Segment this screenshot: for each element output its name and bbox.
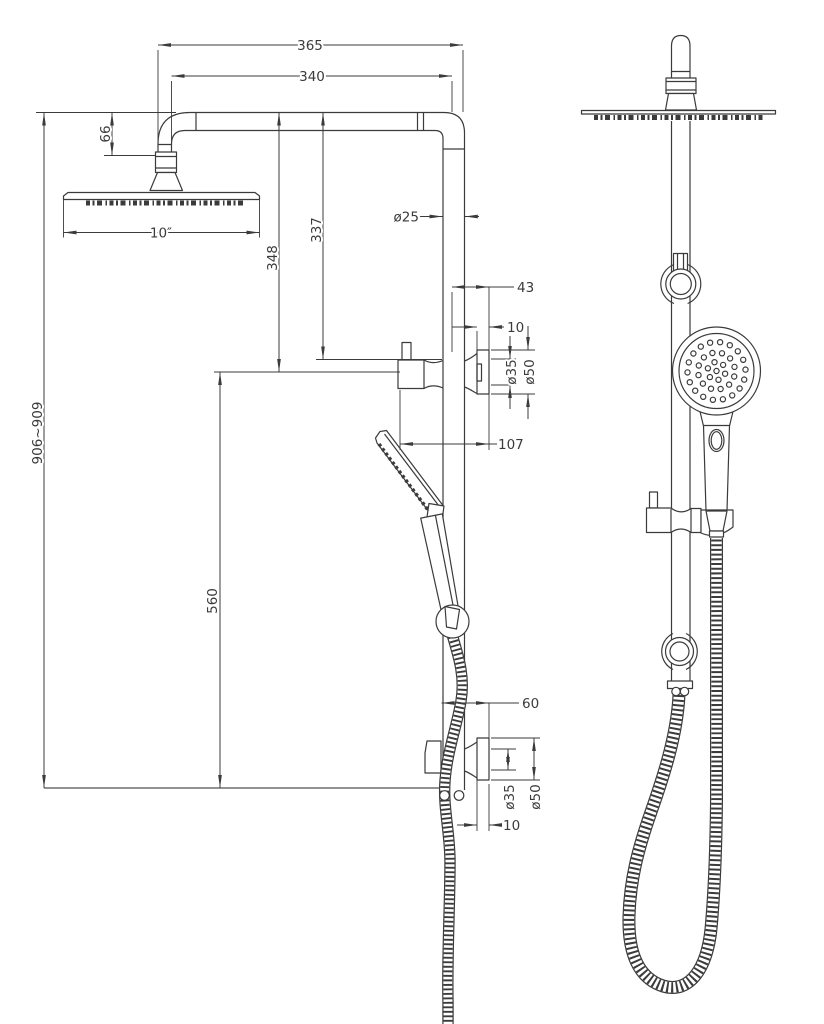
slider-holder-side — [397, 359, 425, 390]
dim-label-dia25: ø25 — [394, 210, 419, 226]
dim-label-10-bot: 10 — [503, 818, 520, 834]
hand-shower-front — [671, 326, 762, 512]
hand-shower-face-ticks — [377, 442, 431, 514]
slide-bracket-side — [397, 341, 490, 395]
rain-shower-head-front — [580, 109, 777, 120]
dim-label-43: 43 — [517, 280, 534, 296]
dim-label-365: 365 — [297, 38, 323, 54]
dimension-labels: 365 340 66 10″ ø25 348 337 906~909 43 10… — [28, 36, 546, 836]
dim-label-60: 60 — [522, 696, 539, 712]
rain-head-connector — [149, 151, 184, 192]
dim-label-340: 340 — [299, 69, 325, 85]
rain-shower-head-side — [62, 191, 261, 206]
shower-hose-side — [438, 634, 468, 1024]
mode-button-inner — [710, 431, 723, 450]
dim-label-dia50-bot: ø50 — [528, 784, 544, 809]
hand-shower-handle-side — [420, 513, 461, 621]
shower-hose-front — [622, 537, 724, 994]
slider-pin-side — [401, 341, 412, 361]
slider-pin-front — [648, 491, 659, 509]
upper-ring-pin — [672, 252, 689, 272]
bottom-bracket-side — [424, 737, 490, 781]
hose-retainer-right — [453, 790, 465, 801]
upper-ring-bracket — [660, 252, 702, 305]
shower-arm — [157, 111, 466, 152]
connector-cone-front — [664, 92, 698, 111]
dim-label-66: 66 — [98, 125, 114, 142]
rail-bottom-connector — [666, 680, 694, 697]
dim-label-337: 337 — [309, 217, 325, 243]
hand-shower-side — [374, 429, 461, 621]
dim-label-906-909: 906~909 — [30, 402, 46, 465]
handle-end-side — [444, 605, 461, 630]
hand-shower-face-inner — [678, 332, 755, 410]
inlet-pipe-top — [664, 34, 698, 111]
lower-ring-bracket — [661, 632, 698, 671]
handle-cone-front — [705, 510, 728, 532]
right-view-front-elevation — [580, 34, 777, 994]
connector-nut-front — [665, 77, 697, 95]
hose-retainer-left — [439, 790, 450, 801]
hand-shower-face-holes — [684, 339, 749, 403]
left-view-side-elevation — [44, 111, 490, 1024]
dimension-annotations: 365 340 66 10″ ø25 348 337 906~909 43 10… — [28, 36, 546, 836]
dim-label-348: 348 — [265, 245, 281, 271]
dimension-lines — [42, 43, 536, 827]
hose-nipple-front — [708, 530, 725, 538]
dim-label-10-inch: 10″ — [150, 226, 172, 242]
wall-flange-top — [476, 349, 490, 395]
dim-label-dia50-top: ø50 — [522, 359, 538, 384]
hose-guide-side — [424, 740, 442, 774]
dim-label-dia35-bot: ø35 — [502, 784, 518, 809]
wall-flange-bottom — [476, 737, 490, 781]
dim-label-560: 560 — [205, 588, 221, 614]
dim-label-dia35-top: ø35 — [504, 359, 520, 384]
slider-bracket-front — [645, 491, 734, 538]
dim-label-107: 107 — [498, 437, 524, 453]
extension-lines — [36, 50, 540, 831]
dim-label-10-top: 10 — [507, 320, 524, 336]
